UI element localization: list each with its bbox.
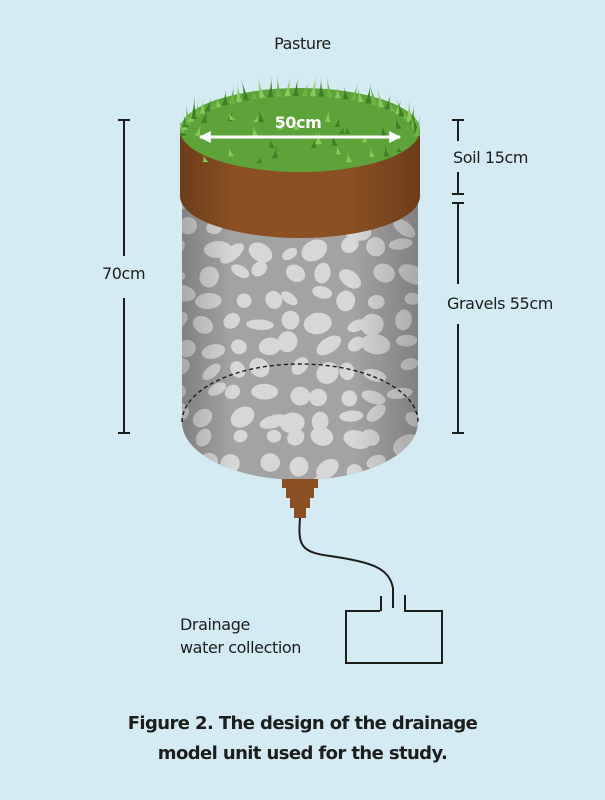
grass-blade xyxy=(384,94,392,110)
grass-blade xyxy=(402,107,409,120)
grass-blade xyxy=(204,97,212,112)
grass-blade xyxy=(184,103,191,125)
soil-depth-label: Soil 15cm xyxy=(453,148,529,167)
grass-blade xyxy=(383,143,390,157)
grass-blade xyxy=(258,107,265,123)
grass-blade xyxy=(228,145,235,157)
pasture-label: Pasture xyxy=(274,34,331,53)
outlet-step-3 xyxy=(290,498,310,508)
grass-blade xyxy=(202,154,209,163)
collection-container xyxy=(345,595,443,664)
grass-blade xyxy=(194,102,201,117)
grass-blade xyxy=(335,144,342,155)
grass-blade xyxy=(318,77,325,97)
grass-blade xyxy=(292,122,301,130)
grass-blade xyxy=(182,114,189,128)
grass-blade xyxy=(267,76,274,98)
grass-blade xyxy=(200,107,208,123)
gravel-dimension-55cm xyxy=(452,202,464,434)
drain-hose xyxy=(298,517,394,608)
grass-blade xyxy=(222,89,229,106)
grass-blade xyxy=(240,78,250,101)
grass-blade xyxy=(257,76,266,99)
outlet-step-4 xyxy=(294,508,306,518)
grass-blade xyxy=(365,83,372,104)
grass-blade xyxy=(324,108,331,122)
grass-blade xyxy=(368,147,375,157)
grass-blade xyxy=(191,95,198,120)
outlet-connector xyxy=(282,479,318,518)
grass-blade xyxy=(350,83,359,101)
grass-blade xyxy=(411,109,420,134)
grass-blade xyxy=(334,85,341,99)
grass-blade xyxy=(346,151,353,163)
grass-top xyxy=(180,88,420,172)
grass-blade xyxy=(406,98,413,122)
gravel-layer xyxy=(181,196,419,480)
gravel-shading xyxy=(182,196,418,480)
cylinder-bottom-dashed-rim xyxy=(181,363,419,423)
grass-blade xyxy=(409,104,416,125)
grass-blade xyxy=(409,110,418,128)
grass-blade xyxy=(256,156,263,164)
grass-blade xyxy=(396,145,403,153)
drainage-label-line2: water collection xyxy=(180,638,302,657)
grass-blade xyxy=(194,123,202,136)
grass-blade xyxy=(284,75,291,97)
figure-caption-line1: Figure 2. The design of the drainage xyxy=(127,713,478,734)
grass-blade xyxy=(236,81,243,102)
grass-blade xyxy=(334,116,341,127)
grass-blade xyxy=(215,96,222,108)
grass-blade xyxy=(414,114,421,136)
grass-blade xyxy=(377,87,385,108)
grass-blade xyxy=(199,97,206,114)
grass-blade xyxy=(251,88,258,100)
outlet-step-1 xyxy=(282,479,318,488)
grass-blade xyxy=(228,85,235,104)
grass-blade xyxy=(342,86,349,100)
gravel-depth-label: Gravels 55cm xyxy=(447,294,553,313)
grass-blade xyxy=(209,97,217,110)
grass-blade xyxy=(326,76,333,98)
total-height-label: 70cm xyxy=(102,264,146,283)
grass-blade xyxy=(277,115,284,130)
grass-blade xyxy=(178,118,187,134)
soil-dimension-15cm xyxy=(452,119,464,195)
figure-caption-line2: model unit used for the study. xyxy=(157,743,448,764)
drainage-label-line1: Drainage xyxy=(180,615,250,634)
grass-blade xyxy=(275,74,282,97)
diameter-label: 50cm xyxy=(274,113,322,132)
grass-blade xyxy=(271,144,278,159)
grass-blade xyxy=(252,114,260,123)
grass-blade xyxy=(394,116,402,129)
grass-blade xyxy=(357,86,364,102)
grass-blade xyxy=(387,96,396,112)
grass-blade xyxy=(228,111,236,120)
grass-blade xyxy=(301,81,309,97)
outlet-step-2 xyxy=(286,488,314,498)
grass-blade xyxy=(309,75,317,97)
grass-blade xyxy=(369,82,378,106)
grass-blade xyxy=(292,77,299,97)
grass-blade xyxy=(396,98,406,117)
height-dimension-70cm xyxy=(118,119,130,434)
